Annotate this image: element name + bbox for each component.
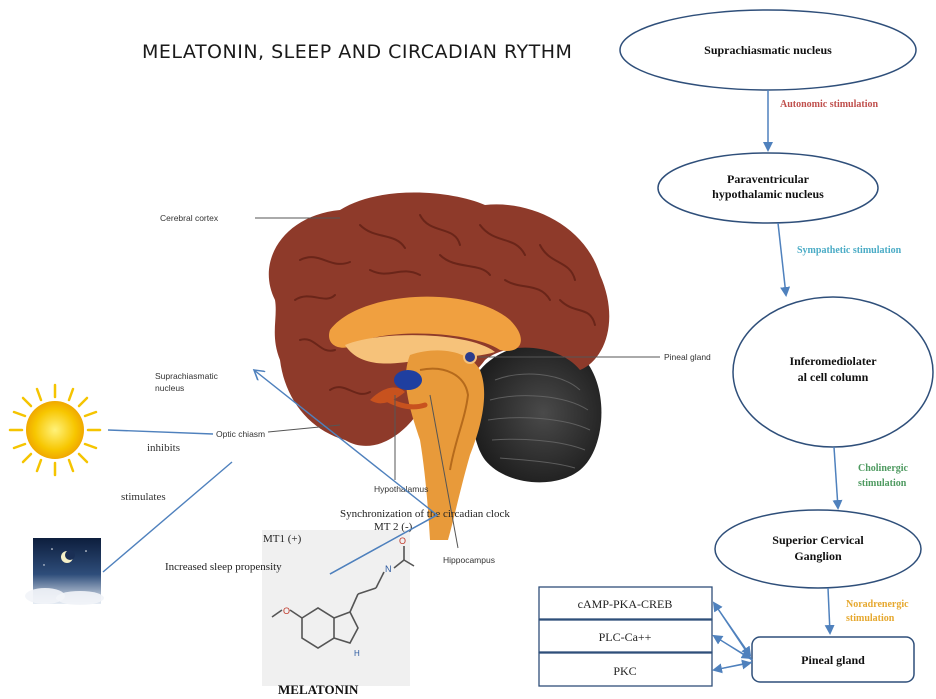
brain-illustration (269, 193, 609, 541)
label-sync-line1: Synchronization of the circadian clock (340, 508, 510, 520)
label-pineal-gland: Pineal gland (664, 352, 711, 362)
atom-o1: O (283, 606, 290, 616)
label-stimulates: stimulates (121, 491, 166, 503)
night-to-chiasm-line (103, 462, 232, 572)
edge-label-cholinergic-2: stimulation (858, 478, 907, 489)
edge-label-noradrenergic-2: stimulation (846, 613, 895, 624)
edge-label-cholinergic-1: Cholinergic (858, 463, 909, 474)
node-iml-label-2: al cell column (798, 370, 869, 384)
label-cerebral-cortex: Cerebral cortex (160, 213, 219, 223)
atom-h: H (354, 649, 360, 658)
output-pkc-label: PKC (613, 664, 636, 678)
night-moon-icon (25, 538, 104, 605)
node-iml-label-1: Inferomediolater (789, 354, 877, 368)
label-hippocampus: Hippocampus (443, 555, 495, 565)
node-pineal-label: Pineal gland (801, 653, 865, 667)
label-scn-line2: nucleus (155, 383, 184, 393)
edge-label-noradrenergic-1: Noradrenergic (846, 599, 909, 610)
diagram-title: MELATONIN, SLEEP AND CIRCADIAN RYTHM (142, 41, 572, 63)
melatonin-molecule: O N H O MELATONIN (262, 530, 414, 697)
node-pvn-label-2: hypothalamic nucleus (712, 187, 824, 201)
label-scn-line1: Suprachiasmatic (155, 371, 219, 381)
label-hypothalamus: Hypothalamus (374, 484, 428, 494)
pineal-gland-shape (464, 351, 476, 363)
edge-label-sympathetic: Sympathetic stimulation (797, 245, 902, 256)
label-mt1: MT1 (+) (263, 533, 302, 545)
node-scg-label-2: Ganglion (794, 549, 842, 563)
label-inhibits: inhibits (147, 442, 180, 454)
atom-n1: N (385, 564, 392, 574)
edge-scg-pineal (828, 588, 830, 633)
atom-o2: O (399, 536, 406, 546)
output-plc-label: PLC-Ca++ (599, 630, 652, 644)
node-scg-label-1: Superior Cervical (772, 533, 864, 547)
label-optic-chiasm: Optic chiasm (216, 429, 265, 439)
label-sleep-propensity: Increased sleep propensity (165, 561, 282, 573)
melatonin-label: MELATONIN (278, 682, 359, 697)
output-camp-label: cAMP-PKA-CREB (578, 597, 673, 611)
edge-iml-scg (834, 447, 838, 508)
node-scn-label: Suprachiasmatic nucleus (704, 43, 832, 57)
sun-to-chiasm-line (108, 430, 213, 434)
hypothalamus-shape (394, 370, 422, 390)
edge-label-autonomic: Autonomic stimulation (780, 99, 879, 110)
sun-icon (10, 385, 100, 475)
node-pvn-label-1: Paraventricular (727, 172, 810, 186)
edge-pvn-iml (778, 223, 786, 295)
